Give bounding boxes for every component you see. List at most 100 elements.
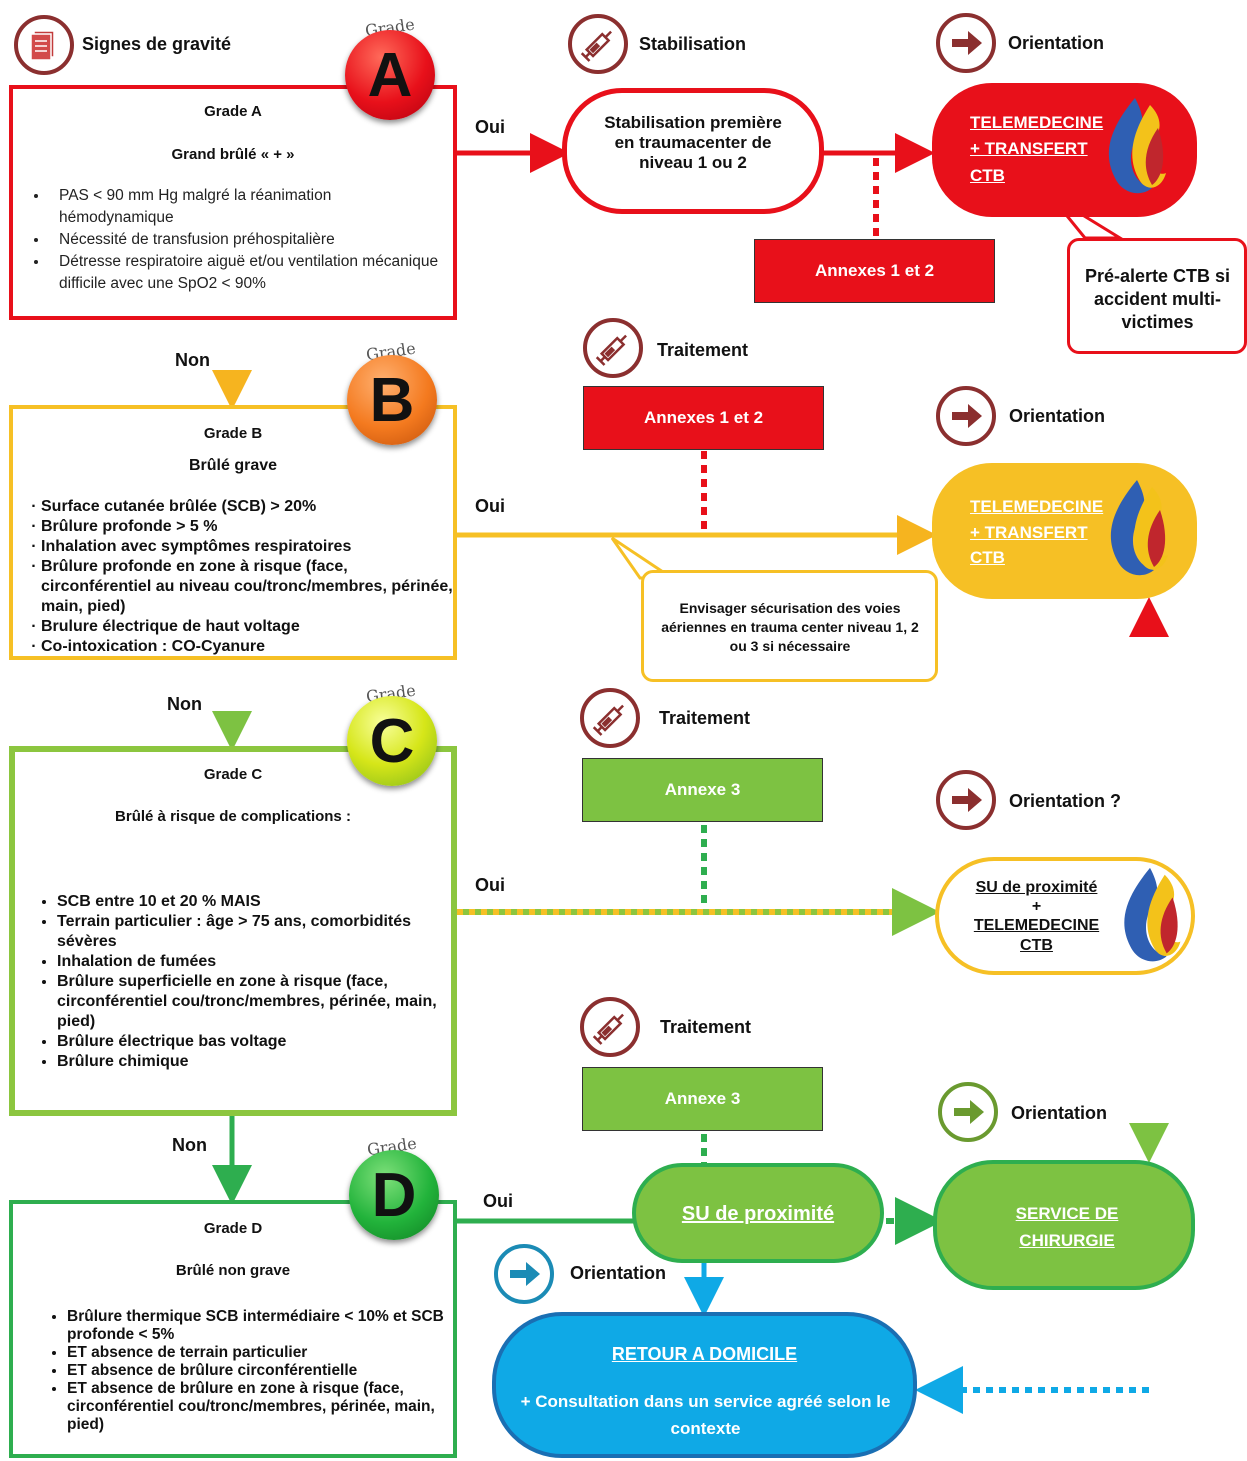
criterion: Brûlure profonde en zone à risque (face,… [41,557,461,617]
header-orientation-retour: Orientation [570,1263,667,1283]
criterion: Détresse respiratoire aiguë et/ou ventil… [49,251,449,295]
flame-logo-icon [1108,98,1166,194]
grade-d-title: Grade D [203,1220,263,1237]
grade-c-title: Grade C [203,766,263,783]
flame-logo-icon [1124,867,1181,962]
criterion: Inhalation de fumées [57,952,457,972]
grade-c-subtitle: Brûlé à risque de complications : [115,808,351,825]
arrow-right-icon [936,770,996,830]
grade-b-criteria: Surface cutanée brûlée (SCB) > 20% Brûlu… [15,497,461,657]
grade-b-badge: B [347,355,437,445]
criterion: PAS < 90 mm Hg malgré la réanimation hém… [49,185,449,229]
header-traitement-d: Traitement [660,1017,752,1037]
criterion: ET absence de terrain particulier [67,1344,462,1362]
non-label-b: Non [167,694,202,714]
criterion: Brûlure électrique bas voltage [57,1032,457,1052]
annexes-1-2-traitement: Annexes 1 et 2 [583,386,824,450]
retour-title: RETOUR A DOMICILE [611,1344,798,1364]
syringe-icon [568,14,628,74]
grade-a-letter: A [367,41,413,110]
arrow-right-icon [936,13,996,73]
grade-d-subtitle: Brûlé non grave [175,1262,291,1279]
non-label-a: Non [175,350,210,370]
non-label-c: Non [172,1135,207,1155]
grade-d-badge: D [349,1150,439,1240]
retour-domicile-pill: RETOUR A DOMICILE + Consultation dans un… [492,1312,917,1458]
grade-a-subtitle: Grand brûlé « + » [171,146,295,163]
service-line2: CHIRURGIE [1019,1231,1115,1250]
grade-b-subtitle: Brûlé grave [188,457,278,474]
header-orientation-b: Orientation [1009,406,1106,426]
su-telemed-line3: TELEMEDECINE [973,917,1100,934]
criterion: ET absence de brûlure en zone à risque (… [67,1380,462,1434]
annexes-1-2-traitement-label: Annexes 1 et 2 [643,408,764,427]
criterion: Brûlure profonde > 5 % [41,517,461,537]
oui-label-d: Oui [483,1191,513,1211]
annexes-1-2-stabilisation: Annexes 1 et 2 [754,239,995,303]
criterion: Brulure électrique de haut voltage [41,617,461,637]
grade-a-box: Grade A Grand brûlé « + » PAS < 90 mm Hg… [9,85,457,320]
grade-c-criteria: SCB entre 10 et 20 % MAIS Terrain partic… [31,892,457,1072]
criterion: Surface cutanée brûlée (SCB) > 20% [41,497,461,517]
oui-label-c: Oui [475,875,505,895]
criterion: Brûlure superficielle en zone à risque (… [57,972,457,1032]
grade-a-badge: A [345,30,435,120]
header-traitement-b: Traitement [657,340,749,360]
grade-c-box: Grade C Brûlé à risque de complications … [9,746,457,1116]
voies-aeriennes-text: Envisager sécurisation des voies aérienn… [661,600,919,654]
su-proximite-label: SU de proximité [681,1203,835,1225]
service-line1: SERVICE DE [1015,1204,1119,1223]
annexe-3-grade-c: Annexe 3 [582,758,823,822]
criterion: SCB entre 10 et 20 % MAIS [57,892,457,912]
arrow-right-icon [936,386,996,446]
syringe-icon [580,688,640,748]
grade-c-letter: C [369,707,415,776]
telemedecine-transfert-b: TELEMEDECINE + TRANSFERT CTB [932,463,1197,599]
grade-d-letter: D [371,1161,417,1230]
telemedecine-transfert-a: TELEMEDECINE + TRANSFERT CTB [932,83,1197,217]
document-stack-icon [14,15,74,75]
voies-aeriennes-callout: Envisager sécurisation des voies aérienn… [641,570,938,682]
telemedecine-b-line2: + TRANSFERT [970,523,1088,542]
criterion: Inhalation avec symptômes respiratoires [41,537,461,557]
oui-label-b: Oui [475,496,505,516]
header-orientation-service: Orientation [1011,1103,1108,1123]
arrow-right-icon [494,1244,554,1304]
grade-b-letter: B [369,366,415,435]
su-proximite-telemedecine: SU de proximité + TELEMEDECINE CTB [935,857,1195,975]
su-telemed-line2: + [1031,898,1042,915]
grade-c-badge: C [347,696,437,786]
annexes-1-2-stabilisation-label: Annexes 1 et 2 [814,261,935,280]
stabilisation-text: Stabilisation première en traumacenter d… [604,113,782,172]
criterion: ET absence de brûlure circonférentielle [67,1362,462,1380]
grade-a-criteria: PAS < 90 mm Hg malgré la réanimation hém… [23,185,449,295]
criterion: Brûlure chimique [57,1052,457,1072]
flame-logo-icon [1110,480,1168,576]
grade-d-box: Grade D Brûlé non grave Brûlure thermiqu… [9,1200,457,1458]
annexe-3-grade-d-label: Annexe 3 [664,1089,741,1108]
header-orientation-a: Orientation [1008,33,1105,53]
grade-a-title: Grade A [204,103,262,120]
header-signes-gravite: Signes de gravité [82,34,232,54]
criterion: Terrain particulier : âge > 75 ans, como… [57,912,457,952]
grade-b-box: Grade B Brûlé grave Surface cutanée brûl… [9,405,457,660]
pre-alerte-text: Pré-alerte CTB si accident multi-victime… [1084,266,1231,332]
header-traitement-c: Traitement [659,708,751,728]
stabilisation-pill: Stabilisation première en traumacenter d… [562,88,824,214]
grade-d-criteria: Brûlure thermique SCB intermédiaire < 10… [23,1308,462,1434]
su-telemed-line1: SU de proximité [975,879,1098,896]
su-telemed-line4: CTB [1020,937,1053,954]
criterion: Co-intoxication : CO-Cyanure [41,637,461,657]
telemedecine-a-line2: + TRANSFERT [970,139,1088,158]
criterion: Nécessité de transfusion préhospitalière [49,229,449,251]
telemedecine-a-line1: TELEMEDECINE [970,113,1104,132]
syringe-icon [583,318,643,378]
oui-label-a: Oui [475,117,505,137]
retour-subtitle: + Consultation dans un service agréé sel… [520,1392,891,1438]
header-orientation-c: Orientation ? [1009,791,1121,811]
su-proximite-pill: SU de proximité [632,1163,884,1263]
pre-alerte-callout: Pré-alerte CTB si accident multi-victime… [1067,238,1247,354]
arrow-right-icon [938,1082,998,1142]
telemedecine-b-line3: CTB [970,548,1005,567]
